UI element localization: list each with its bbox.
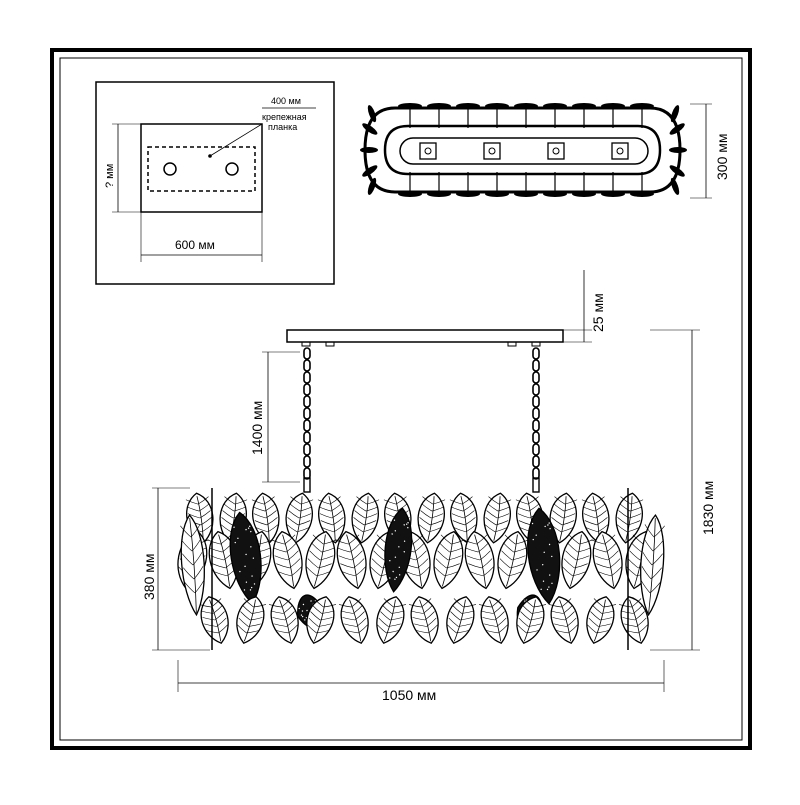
ceiling-canopy <box>286 329 564 343</box>
top-view-bar <box>399 137 649 165</box>
inner-frame <box>59 57 743 741</box>
bracket-size-label: 400 мм <box>271 96 301 106</box>
top-view-outline <box>363 106 682 194</box>
top-view-sockets <box>419 142 629 160</box>
top-view-inner-frame <box>383 124 662 176</box>
mount-plate-inset: 400 мм крепежная планка ? мм 600 мм <box>95 81 335 285</box>
plate-width-label: 600 мм <box>175 238 215 252</box>
shade-height-label: 380 мм <box>141 554 157 601</box>
width-label: 1050 мм <box>382 687 436 703</box>
inset-box <box>95 81 335 285</box>
chandelier-leaves <box>177 488 665 650</box>
mount-hole-right <box>225 162 239 176</box>
depth-label: 300 мм <box>714 134 730 181</box>
leader-line <box>209 123 263 157</box>
chain-left <box>303 347 311 493</box>
mount-plate <box>140 123 263 213</box>
mount-hole-left <box>163 162 177 176</box>
bracket-caption-line2: планка <box>268 122 297 132</box>
top-view-leaves <box>360 103 687 197</box>
mounting-bracket <box>147 146 256 192</box>
bracket-caption-line1: крепежная <box>262 112 307 122</box>
chain-right <box>532 347 540 493</box>
total-height-label: 1830 мм <box>700 481 716 535</box>
canopy-label: 25 мм <box>590 293 606 332</box>
outer-frame <box>50 48 752 750</box>
chain-length-label: 1400 мм <box>249 401 265 455</box>
front-view: 25 мм 1400 мм 1830 мм 380 мм 1050 мм <box>141 270 716 703</box>
top-view: 300 мм <box>360 103 730 199</box>
plate-height-label: ? мм <box>104 164 116 188</box>
